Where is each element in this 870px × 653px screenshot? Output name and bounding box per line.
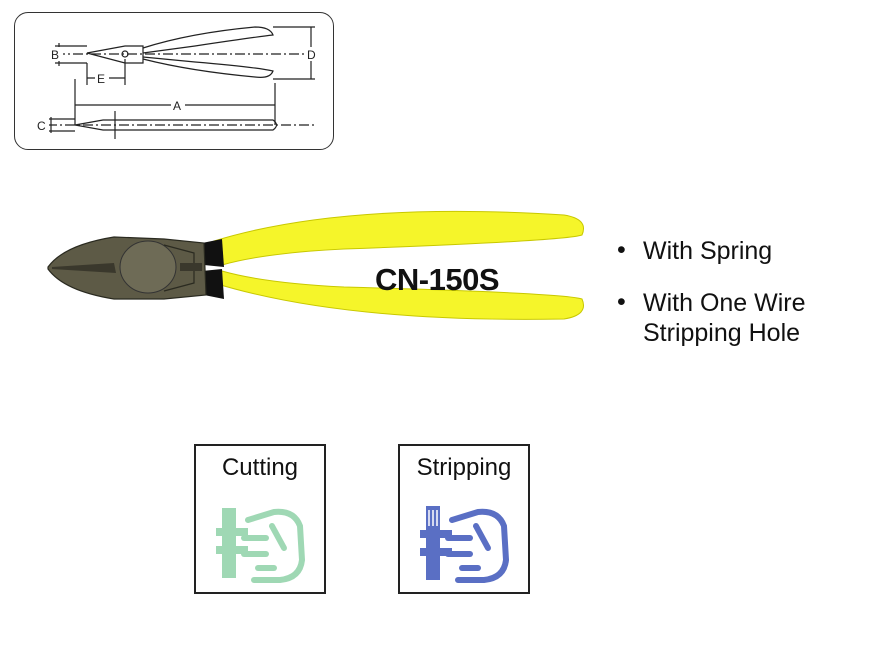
dimension-diagram: B D E A C	[14, 12, 334, 150]
dim-label-e: E	[97, 72, 105, 86]
cutting-function-box: Cutting	[194, 444, 326, 594]
hand-cutting-icon	[216, 508, 305, 583]
dim-label-b: B	[51, 48, 59, 62]
stripping-function-box: Stripping	[398, 444, 530, 594]
feature-item: • With One Wire Stripping Hole	[615, 288, 806, 348]
bullet-icon: •	[617, 288, 626, 316]
dim-label-c: C	[37, 119, 46, 133]
feature-text: Stripping Hole	[643, 319, 801, 347]
feature-list: • With Spring • With One Wire Stripping …	[615, 236, 806, 370]
function-label: Cutting	[221, 454, 299, 481]
model-number: CN-150S	[375, 262, 500, 297]
pliers-product-image	[47, 210, 584, 320]
hand-stripping-icon	[420, 506, 509, 583]
dim-label-d: D	[307, 48, 316, 62]
pliers-dimension-drawing: B D E A C	[35, 26, 320, 139]
bullet-icon: •	[617, 236, 626, 264]
dim-label-a: A	[173, 99, 181, 113]
feature-text: With Spring	[643, 237, 773, 265]
function-label: Stripping	[416, 454, 512, 481]
feature-item: • With Spring	[615, 236, 806, 266]
feature-text: With One Wire	[643, 289, 806, 317]
